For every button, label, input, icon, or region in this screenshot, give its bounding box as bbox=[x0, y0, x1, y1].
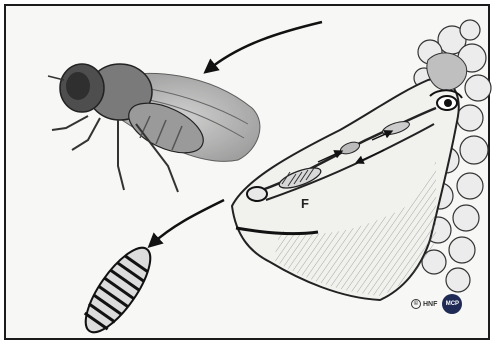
copyright-icon: © bbox=[411, 299, 421, 309]
sheep-pupil bbox=[444, 99, 452, 107]
credit-text: HNF bbox=[423, 301, 437, 308]
pupa bbox=[75, 239, 162, 342]
arrow-to-fly bbox=[208, 22, 322, 70]
copyright-credit: © HNF MCP bbox=[411, 294, 462, 314]
nostril bbox=[247, 187, 267, 201]
arrow-to-pupa bbox=[152, 200, 224, 244]
adult-botfly bbox=[48, 64, 260, 192]
publisher-logo: MCP bbox=[442, 294, 462, 314]
label-f: F bbox=[301, 196, 309, 211]
